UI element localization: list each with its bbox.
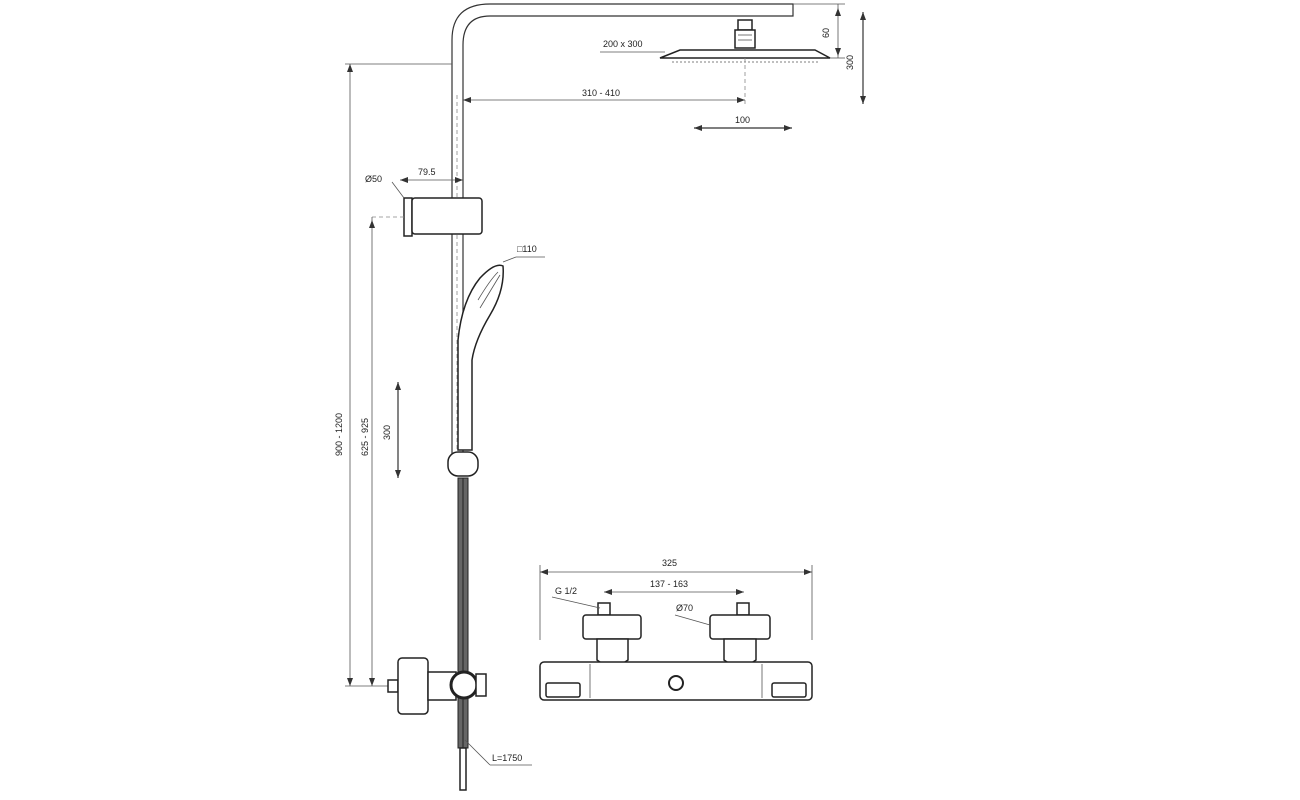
height-dimensions: [345, 63, 452, 687]
head-clearance-label: 300: [845, 54, 855, 70]
head-offset-dimension: [694, 125, 792, 131]
arm-reach-dimension: [463, 97, 745, 103]
hand-shower-size-label: □110: [517, 244, 537, 254]
holder-height-label: 625 - 925: [360, 417, 370, 456]
head-drop-label: 60: [821, 27, 831, 38]
holder-diameter-label: Ø50: [365, 174, 383, 184]
escutcheon-diameter-label: Ø70: [676, 603, 694, 613]
mixer-front-view: [539, 565, 813, 701]
slide-range-label: 300: [382, 424, 392, 440]
inlet-spacing-label: 137 - 163: [650, 579, 689, 589]
hose-length-label: L=1750: [492, 753, 523, 763]
total-height-label: 900 - 1200: [334, 412, 344, 456]
head-vertical-dimensions: [793, 3, 866, 104]
mixer-width-label: 325: [662, 558, 678, 568]
overhead-shower-head: [659, 19, 831, 104]
inlet-thread-label: G 1/2: [555, 586, 578, 596]
shower-column: [451, 3, 794, 455]
hand-shower: [457, 256, 545, 451]
shower-holder: [372, 177, 483, 237]
head-size-label: 200 x 300: [603, 39, 643, 49]
holder-offset-label: 79.5: [418, 167, 436, 177]
arm-reach-label: 310 - 410: [582, 88, 621, 98]
head-offset-label: 100: [735, 115, 751, 125]
mixer-side-view: [387, 657, 487, 715]
hose-length-leader: [464, 739, 532, 766]
slider-and-hose: [447, 451, 479, 791]
